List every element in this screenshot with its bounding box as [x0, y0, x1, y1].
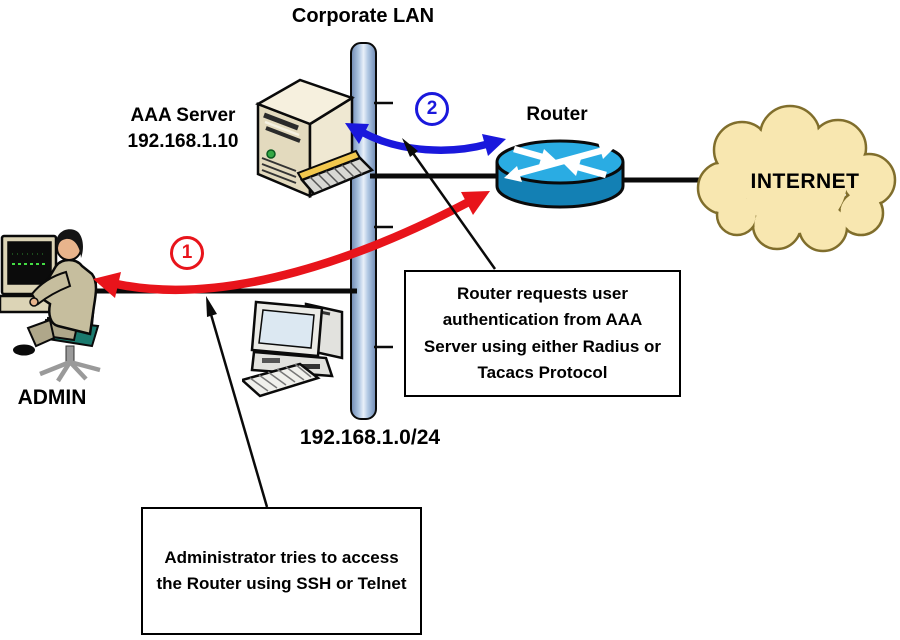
server-vent	[261, 157, 297, 172]
server-top-face	[255, 78, 355, 126]
callout-arrowhead-router	[402, 138, 418, 157]
callout-arrowhead-admin	[206, 296, 217, 317]
step2-arrow	[360, 128, 490, 154]
admin-label: ADMIN	[17, 386, 87, 409]
router-arrows	[504, 142, 616, 182]
internet-cloud-icon	[696, 104, 897, 253]
admin-hair	[56, 229, 83, 258]
lan-backbone-bar	[350, 42, 377, 420]
step1-badge: 1	[170, 236, 204, 270]
router-auth-callout: Router requests user authentication from…	[404, 270, 681, 397]
aaa-server-label: AAA Server 192.168.1.10	[108, 103, 258, 155]
server-led	[266, 149, 276, 159]
aaa-server-name: AAA Server	[130, 105, 236, 126]
step1-arrowhead-right	[461, 191, 490, 215]
aaa-server-ip: 192.168.1.10	[127, 131, 239, 152]
router-label: Router	[526, 104, 588, 125]
workstation-icon	[242, 300, 344, 398]
step1-arrow	[111, 193, 481, 294]
admin-hand	[29, 297, 39, 307]
server-drive-slot	[265, 126, 301, 143]
router-icon	[495, 139, 625, 209]
admin-shoe	[13, 344, 35, 356]
admin-access-callout: Administrator tries to access the Router…	[141, 507, 422, 635]
server-drive-slot	[263, 112, 299, 131]
step2-badge: 2	[415, 92, 449, 126]
pc-screen	[258, 309, 315, 349]
internet-label: INTERNET	[750, 170, 860, 193]
aaa-server-icon	[255, 78, 375, 199]
step2-arrowhead-left	[345, 123, 369, 144]
diagram-title: Corporate LAN	[291, 5, 435, 27]
callout-line-admin	[208, 310, 269, 508]
step1-arrowhead-left	[93, 272, 121, 298]
step2-arrowhead-right	[482, 134, 506, 156]
callout-line-router	[408, 148, 497, 270]
lan-subnet-label: 192.168.1.0/24	[299, 426, 441, 449]
admin-user-icon	[0, 229, 101, 383]
